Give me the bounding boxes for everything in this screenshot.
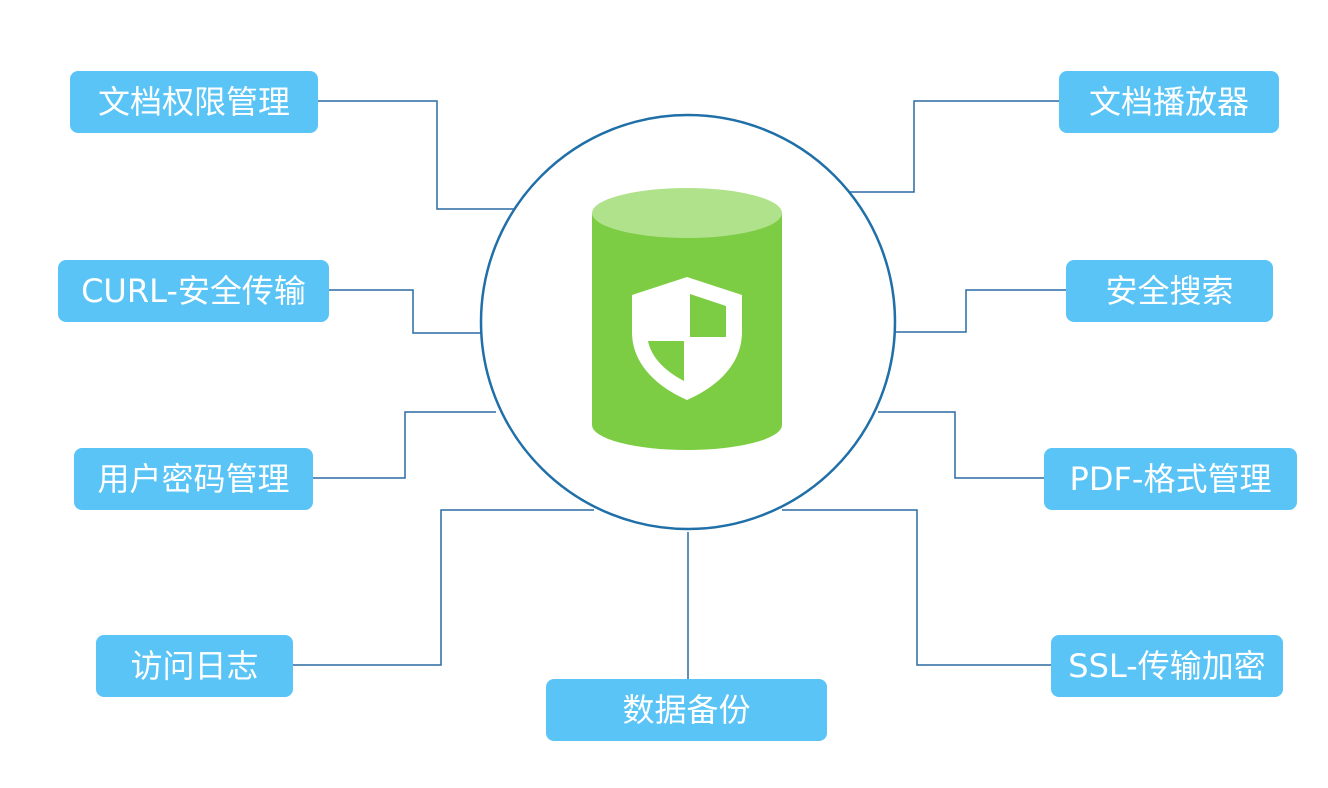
label-secure-search: 安全搜索 xyxy=(1066,260,1273,322)
shield-quadrant-bottom-left xyxy=(648,341,684,381)
label-doc-player: 文档播放器 xyxy=(1059,71,1279,133)
secure-database-shield-icon xyxy=(592,188,782,450)
connector-doc-player xyxy=(850,100,1059,193)
shield-quadrant-top-right xyxy=(690,294,726,337)
label-curl-secure-transfer: CURL-安全传输 xyxy=(58,260,329,322)
connector-password xyxy=(313,411,496,479)
label-pdf-format-management: PDF-格式管理 xyxy=(1044,448,1297,510)
connector-secure-search xyxy=(896,289,1066,333)
label-access-log: 访问日志 xyxy=(96,635,293,697)
connector-pdf-format xyxy=(878,411,1044,479)
label-ssl-transfer-encryption: SSL-传输加密 xyxy=(1051,635,1283,697)
label-user-password-management: 用户密码管理 xyxy=(74,448,313,510)
connector-ssl-encrypt xyxy=(782,509,1051,666)
label-doc-permission-management: 文档权限管理 xyxy=(70,71,318,133)
label-data-backup: 数据备份 xyxy=(546,679,827,741)
cylinder-top xyxy=(592,188,782,238)
connector-access-log xyxy=(293,509,594,666)
connector-curl-transfer xyxy=(329,289,481,334)
connector-doc-permission xyxy=(318,100,515,210)
